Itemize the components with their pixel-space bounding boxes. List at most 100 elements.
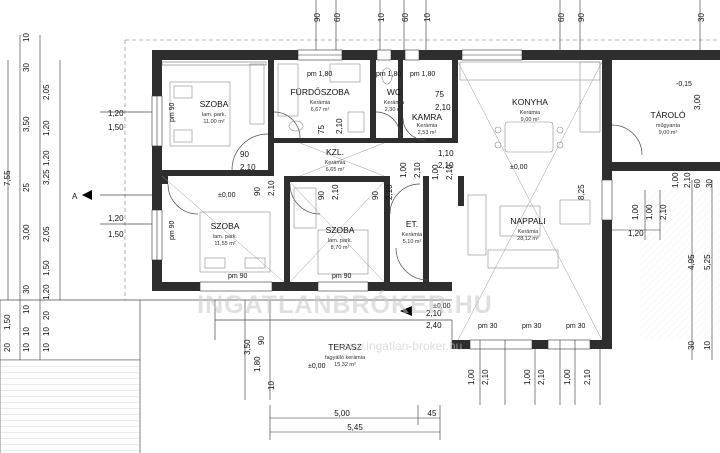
dim-label: 2,10 xyxy=(583,369,592,385)
room-szoba1: SZOBA lam. park. 11,00 m² xyxy=(200,99,229,125)
dim-label: 1,00 xyxy=(645,204,654,220)
dim-label: 1,50 xyxy=(108,123,124,132)
room-floor: Kerámia xyxy=(417,123,438,129)
dim-label: 1,20 xyxy=(628,229,644,238)
dim-label: 1,20 xyxy=(42,150,51,166)
dim-label: 60 xyxy=(333,13,342,22)
top-dimension-labels: 90 60 10 60 10 60 90 30 xyxy=(313,13,706,22)
room-area: 2,53 m² xyxy=(418,130,437,136)
dim-label: 2,10 xyxy=(659,204,668,220)
watermark-logo: INGATLANBRÓKER.HU xyxy=(197,289,493,319)
dim-label: 5,25 xyxy=(703,254,712,270)
dim-label: 5,00 xyxy=(334,409,350,418)
dim-label: 90 xyxy=(577,13,586,22)
room-floor: Kerámia xyxy=(518,229,539,235)
room-floor: Kerámia xyxy=(520,110,541,116)
room-szoba2: SZOBA lam. park. 11,55 m² xyxy=(211,221,240,247)
dim-label: 20 xyxy=(3,343,12,352)
dim-label: 3,50 xyxy=(243,339,252,355)
dim-label: 30 xyxy=(687,341,696,350)
doors xyxy=(167,111,643,281)
sill-label: pm 90 xyxy=(332,273,352,280)
room-floor: lam. park. xyxy=(202,112,227,118)
room-area: 6,67 m² xyxy=(311,107,330,113)
dim-label: 2,40 xyxy=(426,321,442,330)
watermark: INGATLANBRÓKER.HU www.ingatlan-broker.hu xyxy=(197,289,493,353)
level-mark: ±0,00 xyxy=(218,192,236,199)
dim-label: 2,10 xyxy=(683,172,692,188)
dim-label: 3,00 xyxy=(693,94,702,110)
room-kamra: KAMRA Kerámia 2,53 m² xyxy=(412,112,443,136)
room-area: 8,70 m² xyxy=(331,245,350,251)
dim-label: 1,00 xyxy=(563,369,572,385)
dim-label: 90 xyxy=(317,191,326,200)
room-konyha: KONYHA Kerámia 9,00 m² xyxy=(512,97,548,123)
dim-label: 2,10 xyxy=(267,180,276,196)
watermark-url: www.ingatlan-broker.hu xyxy=(337,339,463,353)
dim-label: 60 xyxy=(557,13,566,22)
dim-label: 3,50 xyxy=(22,116,31,132)
dim-label: 1,00 xyxy=(399,162,408,178)
room-area: 28,12 m² xyxy=(517,236,539,242)
dim-label: 2,05 xyxy=(42,84,51,100)
sill-labels: pm 1,80 pm 1,80 pm 1,80 pm 90 pm 90 pm 9… xyxy=(169,71,586,330)
dim-label: 75 xyxy=(317,125,326,134)
dim-label: 8,25 xyxy=(577,184,586,200)
sill-label: pm 30 xyxy=(522,323,542,330)
room-nappali: NAPPALI Kerámia 28,12 m² xyxy=(510,216,545,242)
dim-label: 45 xyxy=(428,409,437,418)
site-lines xyxy=(0,39,720,453)
dim-label: 1,50 xyxy=(108,230,124,239)
left-dimension-labels: 10 30 2,05 1,20 3,50 25 1,20 3,25 3,00 2… xyxy=(3,33,124,352)
room-name: SZOBA xyxy=(200,99,229,109)
room-terasz: TERASZ fagyálló kerámia 15,32 m² xyxy=(325,342,366,368)
dim-label: 1,10 xyxy=(438,149,454,158)
room-area: 15,32 m² xyxy=(334,362,356,368)
dim-label: 1,50 xyxy=(42,260,51,276)
interior-walls xyxy=(162,58,464,284)
room-area: 6,65 m² xyxy=(326,167,345,173)
dim-label: 90 xyxy=(253,187,262,196)
dim-label: 60 xyxy=(693,179,702,188)
level-marks: ±0,00 ±0,00 ±0,00 ±0,00 -0,15 xyxy=(218,81,692,370)
sill-label: pm 90 xyxy=(228,273,248,280)
dim-label: 3,00 xyxy=(22,224,31,240)
section-marker: A xyxy=(72,190,412,316)
dim-label: 4,95 xyxy=(687,254,696,270)
room-area: 9,00 m² xyxy=(659,130,678,136)
room-floor: fagyálló kerámia xyxy=(325,355,366,361)
room-labels: SZOBA lam. park. 11,00 m² FÜRDŐSZOBA Ker… xyxy=(200,87,686,368)
dim-label: 30 xyxy=(22,63,31,72)
dim-label: 1,00 xyxy=(523,369,532,385)
furniture xyxy=(161,61,603,341)
room-floor: lam. park. xyxy=(213,234,238,240)
dim-label: 2,10 xyxy=(435,103,451,112)
room-floor: Kerámia xyxy=(310,100,331,106)
room-name: SZOBA xyxy=(211,221,240,231)
dim-label: 10 xyxy=(22,33,31,42)
windows xyxy=(151,49,613,350)
dim-label: 1,50 xyxy=(3,314,12,330)
dim-label: 25 xyxy=(22,183,31,192)
dim-label: 1,20 xyxy=(42,120,51,136)
dim-label: 2,10 xyxy=(240,163,256,172)
sill-label: pm 90 xyxy=(169,220,176,240)
dim-label: 90 xyxy=(240,150,249,159)
room-name: NAPPALI xyxy=(510,216,545,226)
dim-label: 90 xyxy=(371,191,380,200)
dim-label: 10 xyxy=(22,327,31,336)
dim-label: 30 xyxy=(697,13,706,22)
dim-label: 2,10 xyxy=(385,184,394,200)
dim-label: 1,20 xyxy=(42,284,51,300)
room-name: TÁROLÓ xyxy=(651,110,686,120)
dim-label: 90 xyxy=(313,13,322,22)
dim-label: 2,10 xyxy=(413,162,422,178)
dim-label: 2,10 xyxy=(481,369,490,385)
room-area: 5,10 m² xyxy=(403,239,422,245)
dim-label: 2,10 xyxy=(537,369,546,385)
sill-label: pm 30 xyxy=(566,323,586,330)
dim-overall: 7,55 xyxy=(3,170,12,186)
room-name: TERASZ xyxy=(328,342,362,352)
dim-label: 10 xyxy=(267,381,276,390)
